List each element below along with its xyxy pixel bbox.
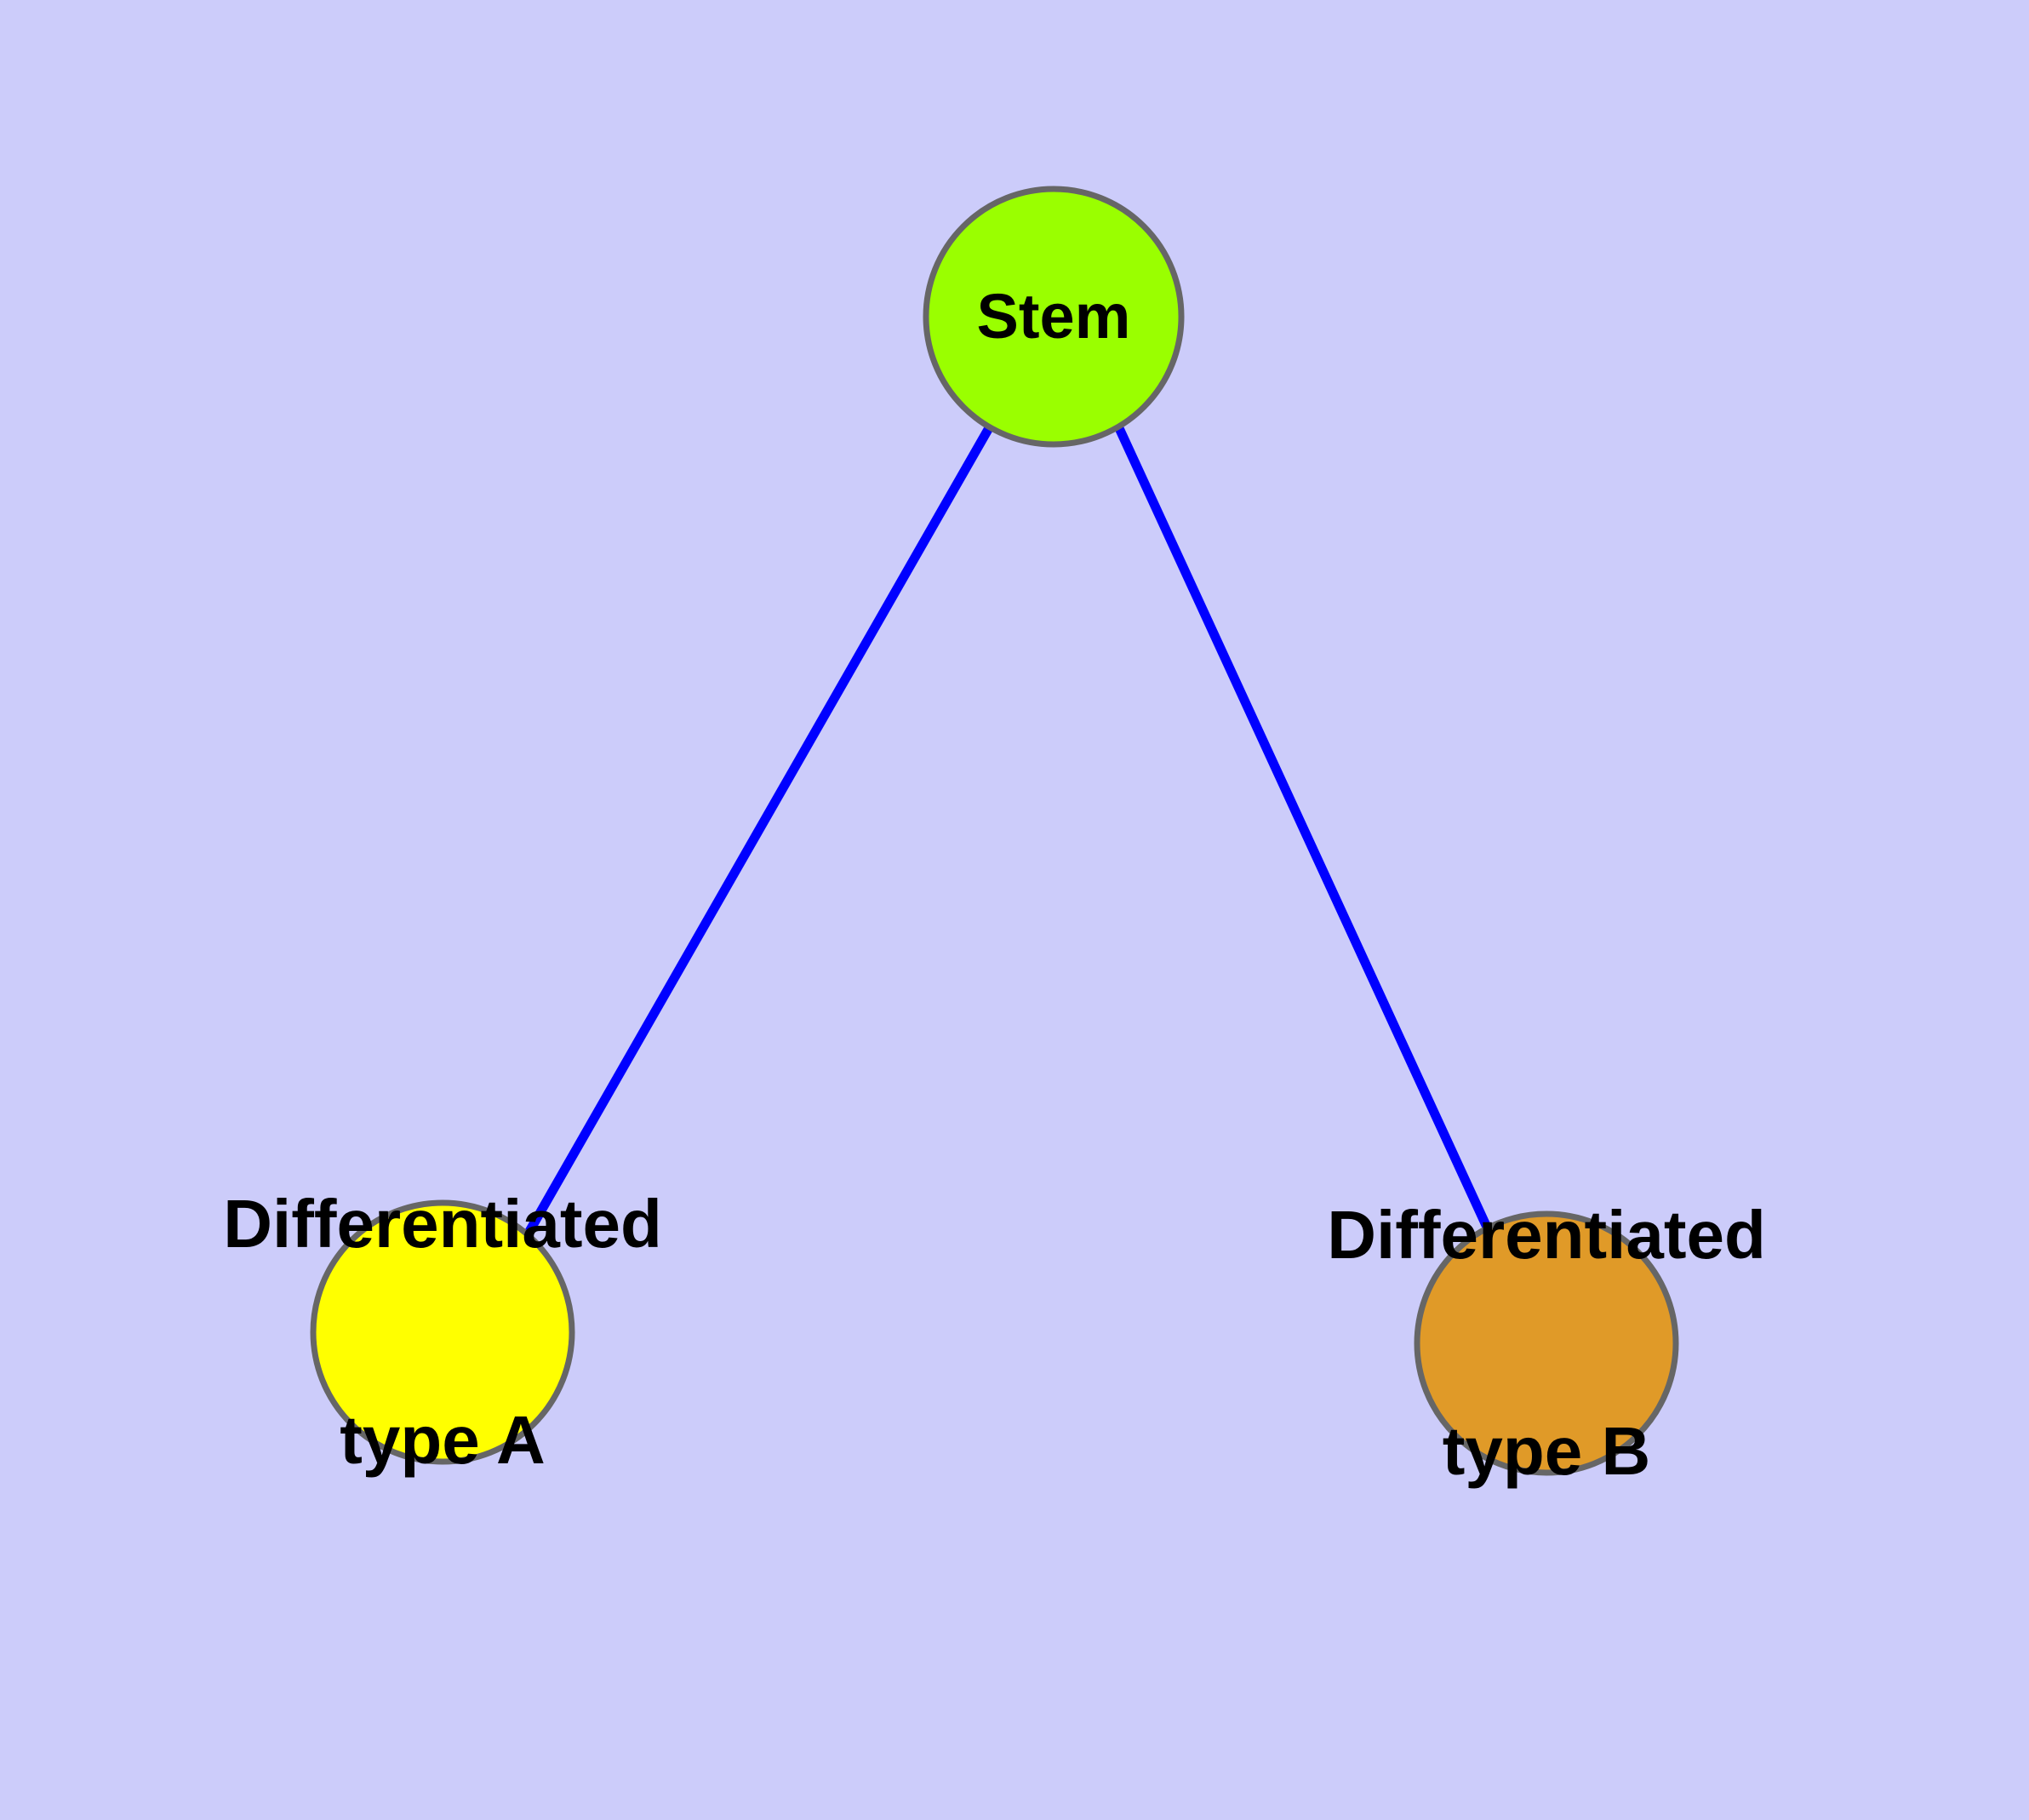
node-circle-diff-b[interactable] (1414, 1210, 1679, 1476)
node-circle-diff-a[interactable] (310, 1199, 575, 1465)
edge-stem-to-diff-a[interactable] (523, 424, 994, 1237)
edge-stem-to-diff-b[interactable] (1115, 426, 1494, 1235)
edge-layer (523, 424, 1494, 1237)
node-circle-stem[interactable] (923, 186, 1185, 448)
node-layer (310, 186, 1679, 1476)
